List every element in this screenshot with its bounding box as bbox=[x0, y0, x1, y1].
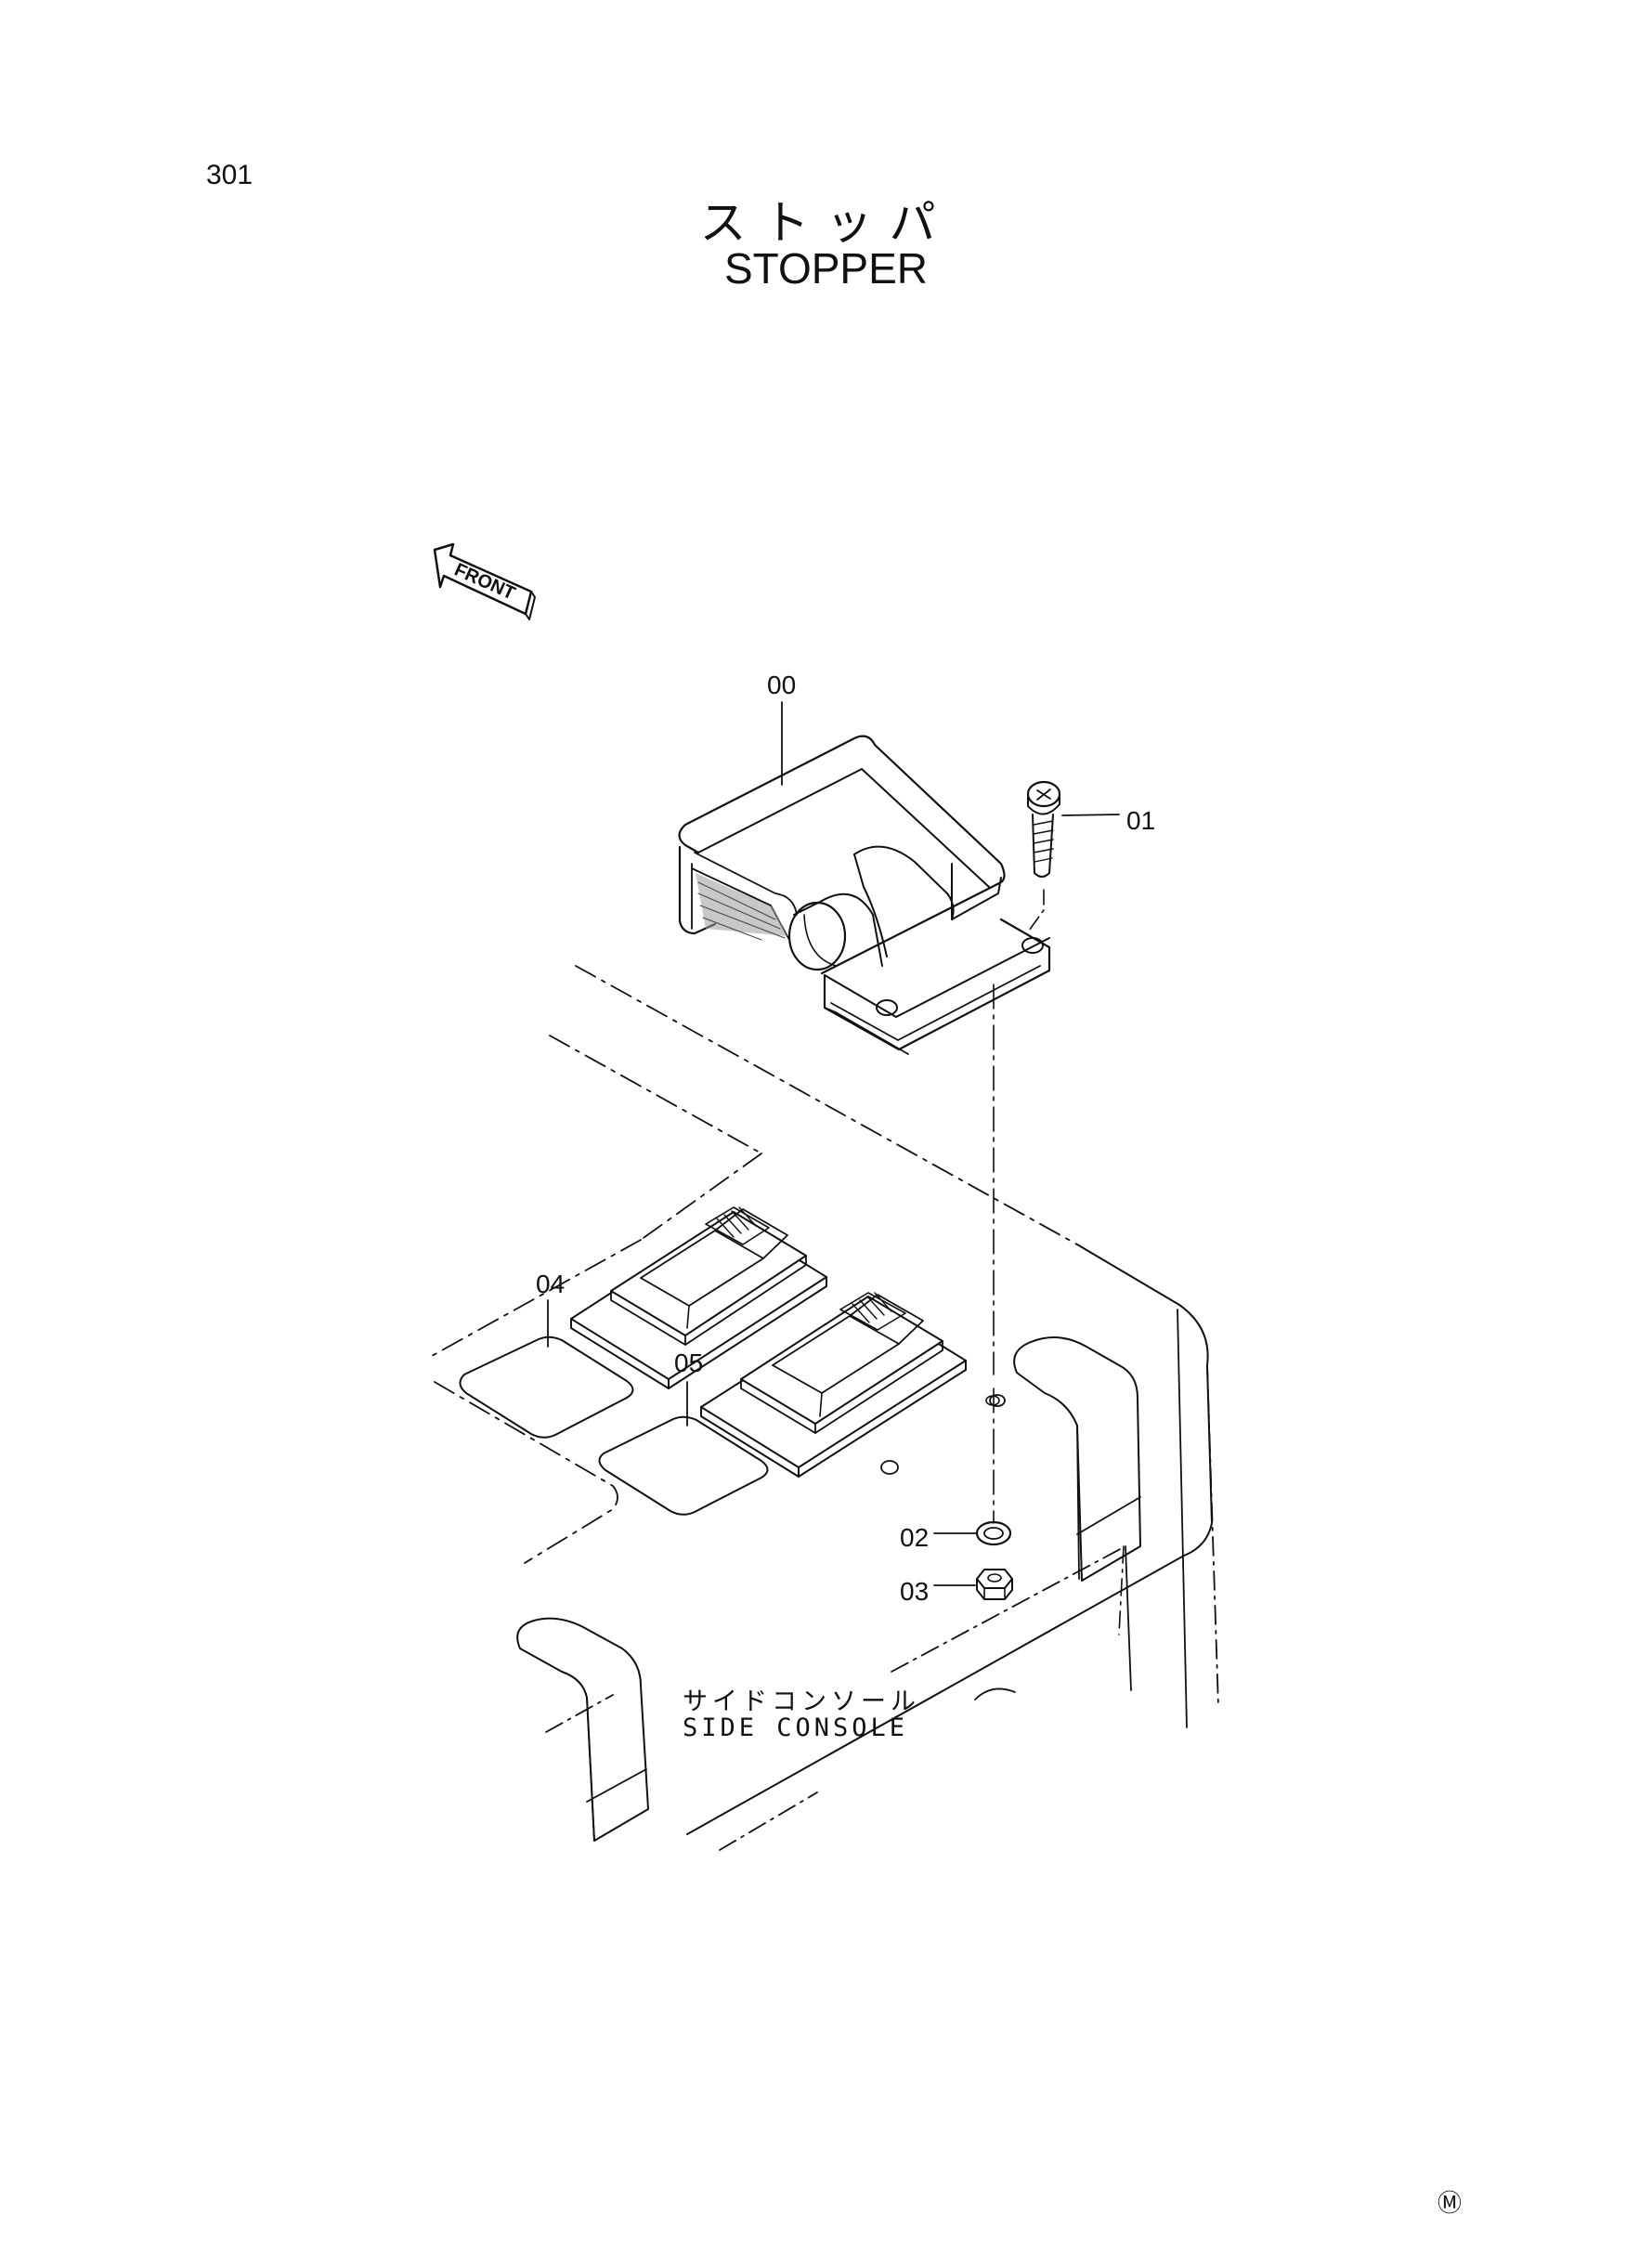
switch-plate-1 bbox=[570, 1206, 827, 1389]
bolt-icon bbox=[1026, 780, 1120, 932]
washer-icon bbox=[933, 1520, 1012, 1546]
nameplate-04 bbox=[459, 1335, 634, 1439]
page-number: 301 bbox=[206, 160, 254, 190]
front-arrow-icon: FRONT bbox=[433, 542, 536, 620]
stopper-bracket bbox=[678, 735, 1051, 1055]
side-console-label-japanese: サイドコンソール bbox=[683, 1687, 920, 1716]
callout-03: 03 bbox=[900, 1577, 930, 1606]
callout-00: 00 bbox=[767, 671, 797, 699]
side-console-label: SIDE CONSOLE bbox=[683, 1713, 909, 1742]
side-console-outline bbox=[431, 965, 1219, 1851]
circled-m-mark: Ⓜ bbox=[1437, 2190, 1463, 2218]
switch-plate-2 bbox=[700, 1292, 967, 1478]
page-title-japanese: ストッパ bbox=[699, 196, 953, 250]
hex-nut-icon bbox=[933, 1569, 1013, 1600]
callout-04: 04 bbox=[536, 1270, 566, 1298]
page-title: STOPPER bbox=[724, 244, 928, 293]
callout-05: 05 bbox=[674, 1348, 704, 1377]
mounting-hole-2 bbox=[880, 1460, 899, 1475]
mounting-hole bbox=[989, 1394, 1006, 1407]
hatched-surface bbox=[696, 873, 787, 936]
front-label: FRONT bbox=[451, 559, 518, 604]
callout-02: 02 bbox=[900, 1523, 930, 1552]
callout-01: 01 bbox=[1126, 806, 1156, 835]
nameplate-05 bbox=[598, 1415, 769, 1516]
